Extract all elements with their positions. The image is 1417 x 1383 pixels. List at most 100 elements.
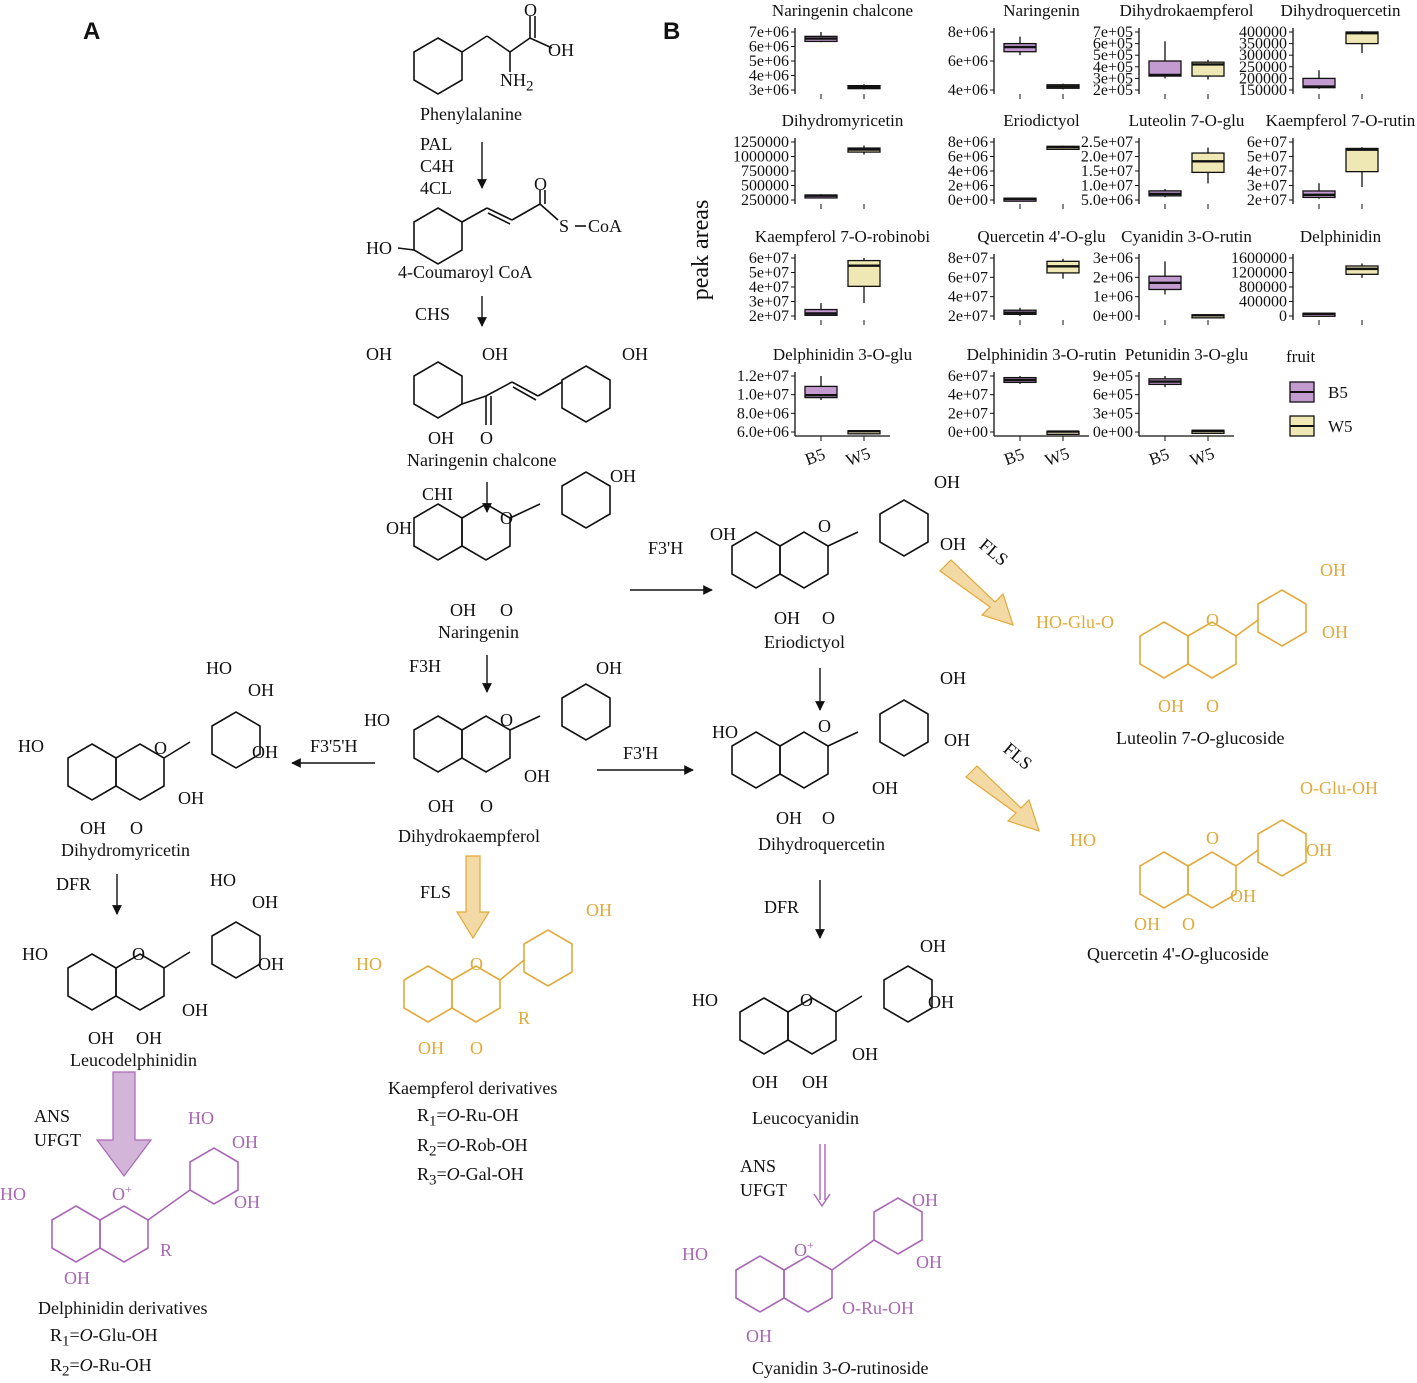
enzyme-4cl: 4CL [420, 178, 453, 198]
compound-eriodictyol: Eriodictyol [764, 632, 845, 652]
atom-label: OH [746, 1326, 772, 1346]
y-tick-label: 300000 [1239, 47, 1287, 64]
y-tick-label: 0e+00 [948, 192, 988, 209]
atom-label: OH [596, 658, 622, 678]
enzyme-ans-1: ANS [34, 1106, 71, 1126]
y-tick-label: 2e+06 [948, 178, 988, 195]
atom-label: O [470, 954, 483, 974]
atom-label: OH [64, 1268, 90, 1288]
facet: Dihydrokaempferol7e+056e+055e+054e+053e+… [1093, 1, 1254, 99]
y-tick-label: 0e+00 [1093, 308, 1133, 325]
y-tick-label: 2e+07 [749, 308, 789, 325]
atom-label: OH [418, 1038, 444, 1058]
atom-label: OH [386, 518, 412, 538]
atom-label: R [160, 1240, 173, 1260]
y-tick-label: 4e+06 [948, 82, 988, 99]
atom-label: O [822, 608, 835, 628]
y-tick-label: 2.5e+07 [1081, 134, 1133, 151]
enzyme-ans-2: ANS [740, 1156, 777, 1176]
y-tick-label: 6e+07 [1247, 134, 1287, 151]
enzyme-f3ph-2: F3'H [623, 743, 659, 763]
atom-label: O [154, 738, 167, 758]
box-W5 [1345, 265, 1379, 275]
legend-label: B5 [1328, 383, 1348, 402]
y-tick-label: 0e+00 [1093, 424, 1133, 441]
atom-label: OH [776, 808, 802, 828]
atom-label: OH [774, 608, 800, 628]
y-tick-label: 7e+05 [1093, 24, 1133, 41]
y-tick-label: 9e+05 [1093, 368, 1133, 385]
y-tick-label: 5.0e+06 [1081, 192, 1133, 209]
enzyme-f3h: F3H [409, 656, 442, 676]
facet: Kaempferol 7-O-robinobi6e+075e+074e+073e… [749, 227, 930, 325]
atom-label: OH [710, 524, 736, 544]
atom-label: O [480, 796, 493, 816]
atom-label: O-Glu-OH [1300, 778, 1378, 798]
atom-label: OH [80, 818, 106, 838]
facet: Luteolin 7-O-glu2.5e+072.0e+071.5e+071.0… [1081, 111, 1245, 209]
x-tick-label: W5 [843, 444, 873, 470]
atom-label: HO [356, 954, 382, 974]
y-tick-label: 1250000 [733, 134, 789, 151]
atom-label: O [500, 710, 513, 730]
atom-label: HO [206, 658, 232, 678]
atom-label: HO [0, 1184, 26, 1204]
enzyme-fls-3: FLS [420, 882, 452, 902]
atom-label: O [822, 808, 835, 828]
atom-label: OH [482, 344, 508, 364]
kaempferol-r-list: R1=O-Ru-OH R2=O-Rob-OH R3=O-Gal-OH [417, 1105, 528, 1189]
atom-label: HO [692, 990, 718, 1010]
y-tick-label: 1200000 [1231, 265, 1287, 282]
y-tick-label: 1.2e+07 [737, 368, 789, 385]
y-tick-label: 1.5e+07 [1081, 163, 1133, 180]
compound-naringenin: Naringenin [438, 622, 519, 642]
y-tick-label: 2e+05 [1093, 82, 1133, 99]
atom-label: HO [1070, 830, 1096, 850]
atom-label: OH [1322, 622, 1348, 642]
atom-label: O [524, 0, 537, 20]
x-tick-label: B5 [1002, 445, 1027, 470]
y-tick-label: 8.0e+06 [737, 405, 789, 422]
atom-label: HO [210, 870, 236, 890]
enzyme-dfr-2: DFR [764, 897, 800, 917]
atom-label: O+ [112, 1182, 132, 1204]
atom-label: O [818, 716, 831, 736]
enzyme-f3p5h: F3'5'H [310, 736, 358, 756]
atom-label: OH [872, 778, 898, 798]
atom-label: HO [712, 722, 738, 742]
enzyme-chi: CHI [422, 484, 453, 504]
atom-label: OH [610, 466, 636, 486]
facet-title: Cyanidin 3-O-rutin [1121, 227, 1252, 246]
y-tick-label: 3e+06 [1093, 250, 1133, 267]
y-tick-label: 800000 [1239, 279, 1287, 296]
atom-label: OH [1158, 696, 1184, 716]
atom-label: OH [450, 600, 476, 620]
atom-label: S [559, 216, 570, 236]
atom-label: O [818, 516, 831, 536]
atom-label: OH [1230, 886, 1256, 906]
y-tick-label: 400000 [1239, 24, 1287, 41]
facet-title: Luteolin 7-O-glu [1129, 111, 1245, 130]
atom-label: OH [1134, 914, 1160, 934]
x-tick-label: B5 [1147, 445, 1172, 470]
atom-label: O [130, 818, 143, 838]
y-tick-label: 1.0e+07 [1081, 178, 1133, 195]
atom-label: OH [548, 40, 574, 60]
facet-title: Petunidin 3-O-glu [1125, 345, 1249, 364]
y-tick-label: 3e+06 [749, 82, 789, 99]
atom-label: OH [88, 1028, 114, 1048]
box-W5 [1345, 147, 1379, 173]
panel-label-b: B [663, 18, 681, 45]
facet: Delphinidin 3-O-glu1.2e+071.0e+078.0e+06… [737, 345, 913, 470]
y-tick-label: 250000 [1239, 59, 1287, 76]
atom-label: OH [524, 766, 550, 786]
y-tick-label: 4e+07 [948, 289, 988, 306]
arrow-ans-1 [95, 1071, 153, 1177]
x-tick-label: W5 [1187, 444, 1217, 470]
atom-label: O [470, 1038, 483, 1058]
y-tick-label: 200000 [1239, 70, 1287, 87]
facet: Kaempferol 7-O-rutin6e+075e+074e+073e+07… [1247, 111, 1416, 209]
compound-leucocyanidin: Leucocyanidin [752, 1108, 859, 1128]
